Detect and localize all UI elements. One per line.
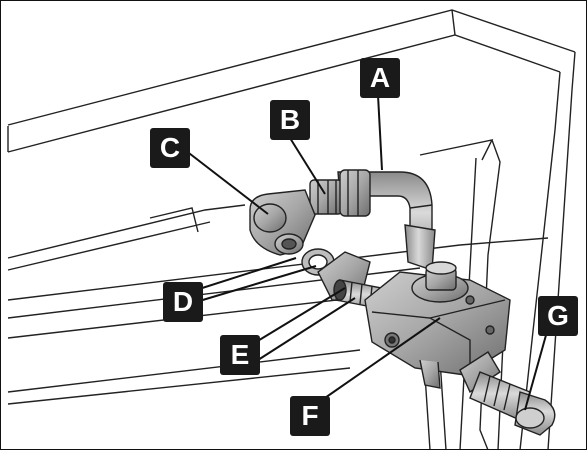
pipe-g — [459, 351, 556, 436]
callout-a: A — [360, 58, 400, 98]
leader-line-f — [321, 317, 441, 401]
leader-line-b — [289, 137, 326, 195]
leader-line-a — [377, 94, 383, 171]
leader-line-d — [195, 257, 317, 303]
callout-b: B — [270, 100, 310, 140]
leader-line-e — [255, 287, 356, 361]
leader-lines — [184, 94, 549, 411]
callout-c: C — [150, 128, 190, 168]
leader-line-c — [184, 149, 269, 215]
elbow-c — [249, 189, 316, 256]
callout-e: E — [220, 335, 260, 375]
leader-line-g — [524, 327, 549, 411]
callout-g: G — [538, 296, 578, 336]
regulator-f — [364, 261, 511, 389]
fitting-b — [309, 169, 371, 217]
callout-f: F — [290, 396, 330, 436]
callout-d: D — [163, 282, 203, 322]
